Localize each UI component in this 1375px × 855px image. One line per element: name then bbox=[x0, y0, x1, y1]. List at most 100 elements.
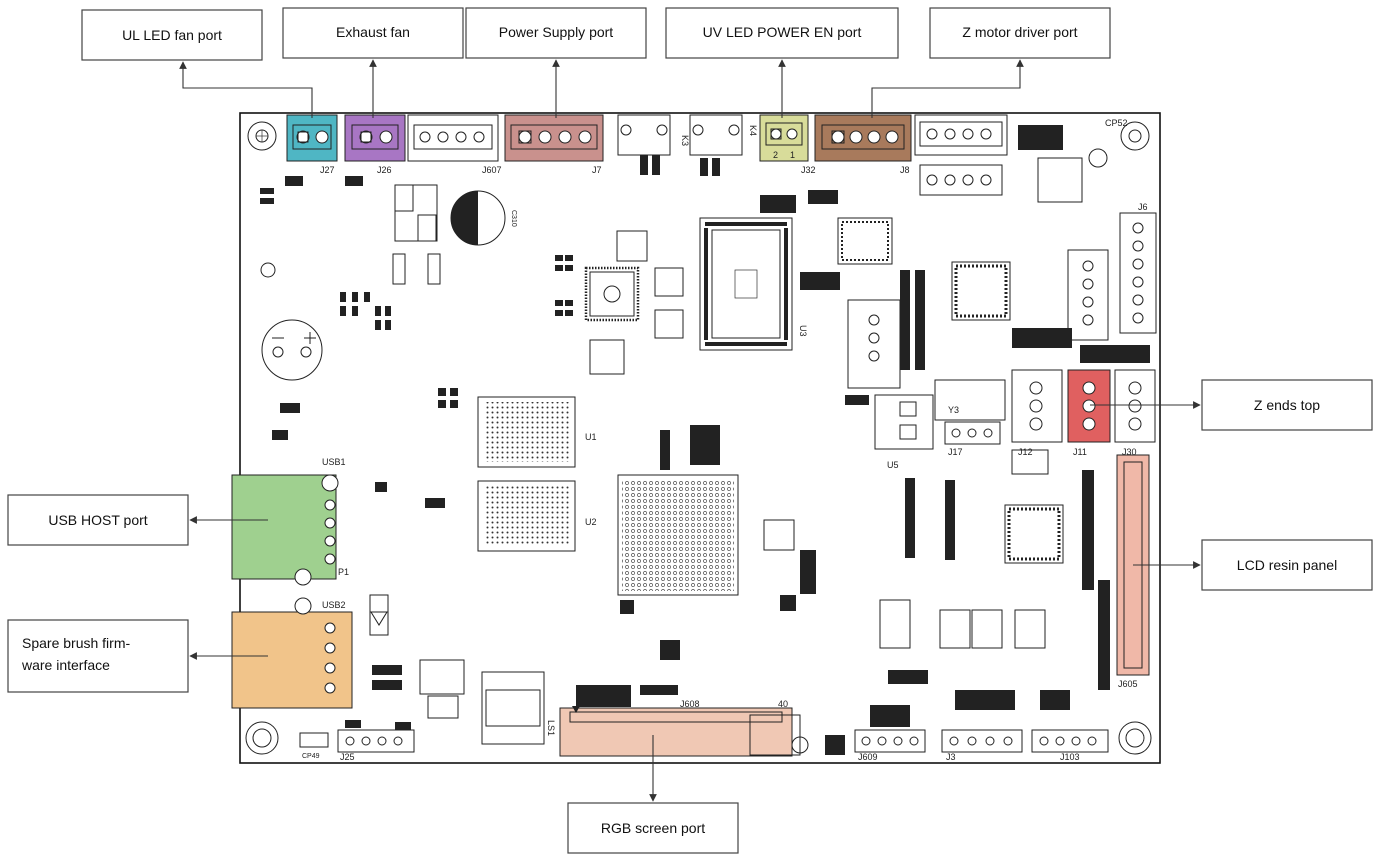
connector-j608-body bbox=[559, 707, 793, 757]
mounting-hole bbox=[245, 721, 279, 755]
ref-j30: J30 bbox=[1122, 447, 1137, 457]
callout-box bbox=[567, 802, 739, 854]
ref-j32: J32 bbox=[801, 165, 816, 175]
inductor bbox=[749, 714, 801, 756]
connector-j607: J607 bbox=[407, 114, 502, 175]
callout-box bbox=[81, 9, 263, 61]
usb-host-body bbox=[231, 474, 337, 580]
callout-label: UL LED fan port bbox=[122, 27, 222, 43]
callout-label: Power Supply port bbox=[499, 24, 614, 40]
connector-hole bbox=[791, 736, 809, 754]
ref-j605: J605 bbox=[1118, 679, 1138, 689]
ref-c310: C310 bbox=[510, 210, 517, 227]
inductor bbox=[879, 599, 911, 649]
module bbox=[1037, 157, 1083, 203]
bga-processor bbox=[617, 474, 739, 596]
relay-k4: K4 bbox=[689, 114, 758, 156]
inductor bbox=[616, 230, 648, 262]
ref-j607: J607 bbox=[482, 165, 502, 175]
qfn-chip bbox=[837, 217, 893, 265]
mcu-chip bbox=[1004, 504, 1064, 564]
smd-components bbox=[260, 125, 1150, 755]
usb-host-connector: USB1 P1 bbox=[231, 457, 349, 586]
callout-z-motor-driver: Z motor driver port bbox=[871, 7, 1111, 118]
inductor bbox=[1014, 609, 1046, 649]
qfp-chip bbox=[584, 266, 640, 322]
callout-box bbox=[465, 7, 647, 59]
module bbox=[1011, 449, 1049, 475]
connector-j605: J605 bbox=[1116, 454, 1150, 689]
ref-u1: U1 bbox=[585, 432, 597, 442]
leader-line bbox=[871, 59, 1024, 118]
connector-j11: J11 bbox=[1067, 369, 1111, 457]
module bbox=[369, 594, 389, 636]
inductor bbox=[394, 184, 414, 212]
ref-k3: K3 bbox=[680, 135, 690, 146]
ref-j7: J7 bbox=[592, 165, 602, 175]
ram-chip-u2: U2 bbox=[477, 480, 597, 552]
callout-power-supply: Power Supply port bbox=[465, 7, 647, 118]
callout-box bbox=[929, 7, 1111, 59]
callout-label-line1: Spare brush firm- bbox=[22, 635, 130, 651]
connector-j25: J25 bbox=[337, 729, 415, 762]
callout-label-line2: ware interface bbox=[21, 657, 110, 673]
ref-j608: J608 bbox=[680, 699, 700, 709]
mounting-hole bbox=[1118, 721, 1152, 755]
callout-label: Exhaust fan bbox=[336, 24, 410, 40]
diode-symbol bbox=[370, 611, 388, 626]
ref-j609: J609 bbox=[858, 752, 878, 762]
pin1-marker bbox=[572, 706, 580, 713]
connector-j8: J8 bbox=[814, 114, 912, 175]
ram-chip-u1: U1 bbox=[477, 396, 597, 468]
side-header bbox=[1067, 249, 1109, 341]
inductor bbox=[427, 253, 441, 285]
callout-label: UV LED POWER EN port bbox=[703, 24, 862, 40]
crystal-y3: Y3 bbox=[934, 379, 1006, 421]
side-header bbox=[1119, 212, 1157, 334]
ref-ls1: LS1 bbox=[546, 720, 556, 736]
fiducial bbox=[260, 262, 276, 278]
ref-j11: J11 bbox=[1073, 447, 1087, 457]
connector-j26-body bbox=[344, 114, 406, 162]
ref-u5: U5 bbox=[887, 460, 899, 470]
inductor bbox=[589, 339, 625, 375]
callout-label: RGB screen port bbox=[601, 820, 705, 836]
callout-label: LCD resin panel bbox=[1237, 557, 1337, 573]
callout-box bbox=[665, 7, 899, 59]
oscillator-u5: U5 bbox=[874, 394, 934, 470]
ref-j25: J25 bbox=[340, 752, 355, 762]
inductor bbox=[417, 214, 437, 242]
callout-box bbox=[1201, 539, 1373, 591]
mounting-hole bbox=[1120, 121, 1150, 151]
ref-j27: J27 bbox=[320, 165, 335, 175]
ref-j3: J3 bbox=[946, 752, 956, 762]
ref-j103: J103 bbox=[1060, 752, 1080, 762]
inductor bbox=[654, 309, 684, 339]
inductor bbox=[939, 609, 971, 649]
connector-j26: J26 bbox=[344, 114, 406, 175]
connector-j12: J12 bbox=[1011, 369, 1063, 457]
ref-j8: J8 bbox=[900, 165, 910, 175]
connector-j609: J609 bbox=[854, 729, 926, 762]
ref-cp52: CP52 bbox=[1105, 118, 1128, 128]
ref-j12: J12 bbox=[1018, 447, 1033, 457]
ref-j17: J17 bbox=[948, 447, 963, 457]
ref-y3: Y3 bbox=[948, 405, 959, 415]
pcb-board: J27 J26 J607 J7 K3 bbox=[231, 112, 1161, 764]
ref-usb2: USB2 bbox=[322, 600, 346, 610]
pin-label-2: 2 bbox=[773, 150, 778, 160]
mounting-hole bbox=[247, 121, 277, 151]
callout-label: Z ends top bbox=[1254, 397, 1320, 413]
inductor bbox=[419, 659, 465, 695]
inductor bbox=[394, 184, 438, 242]
callout-rgb-screen: RGB screen port bbox=[567, 735, 739, 854]
ref-u3: U3 bbox=[798, 325, 808, 337]
inductor bbox=[654, 267, 684, 297]
connector-j30: J30 bbox=[1114, 369, 1156, 457]
connector-j3: J3 bbox=[941, 729, 1023, 762]
callout-lcd-resin-panel: LCD resin panel bbox=[1133, 539, 1373, 591]
spare-brush-connector: USB2 bbox=[231, 597, 353, 709]
callout-ul-led-fan: UL LED fan port bbox=[81, 9, 313, 118]
pin-label-40: 40 bbox=[778, 699, 788, 709]
connector-j32: 2 1 J32 bbox=[759, 114, 816, 175]
